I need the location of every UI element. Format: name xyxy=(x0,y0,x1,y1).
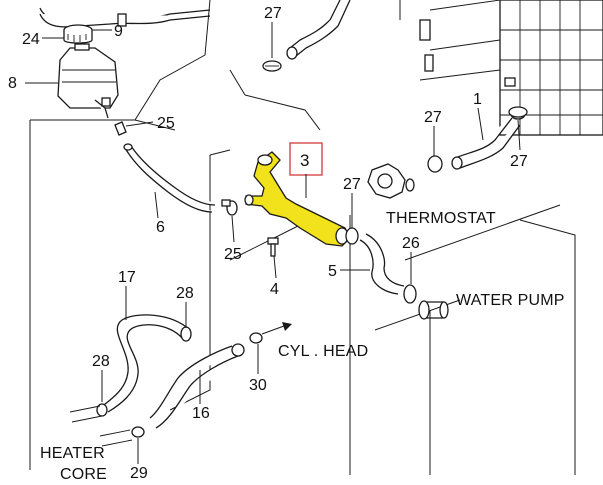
callout-24: 24 xyxy=(22,31,40,48)
callout-28-upper: 28 xyxy=(176,285,194,302)
callout-1: 1 xyxy=(473,91,482,108)
callout-27-radiator: 27 xyxy=(510,153,528,170)
hose-1 xyxy=(451,108,526,170)
heater-core-pipes xyxy=(69,405,133,447)
clamp-27-thermostat xyxy=(427,155,443,173)
label-cyl-head: CYL . HEAD xyxy=(278,343,368,360)
hose-17 xyxy=(99,314,191,413)
bolt-4 xyxy=(267,237,279,257)
callout-30: 30 xyxy=(249,377,267,394)
callout-28-lower: 28 xyxy=(92,353,110,370)
callout-6: 6 xyxy=(156,219,165,236)
top-left-hose xyxy=(39,7,211,28)
clamp-28-upper xyxy=(180,326,192,342)
clamp-25-lower xyxy=(221,199,238,216)
coolant-pipe-highlighted xyxy=(244,151,351,247)
clamp-28-lower xyxy=(96,403,108,417)
callout-27-pipe: 27 xyxy=(343,176,361,193)
callout-3: 3 xyxy=(300,151,309,170)
leader-lines xyxy=(25,22,521,464)
cyl-head-arrow xyxy=(261,322,292,335)
callout-5: 5 xyxy=(328,263,337,280)
callout-25-upper: 25 xyxy=(157,115,175,132)
clamp-30 xyxy=(249,332,263,344)
callout-26: 26 xyxy=(402,235,420,252)
thermostat-housing xyxy=(367,163,415,199)
callout-4: 4 xyxy=(270,281,279,298)
clamp-29 xyxy=(131,426,145,438)
upper-hose xyxy=(286,0,351,60)
clamp-26 xyxy=(403,284,417,304)
callout-17: 17 xyxy=(118,269,136,286)
hose-6 xyxy=(114,121,216,213)
clamp-27-top xyxy=(262,60,282,72)
filler-cap xyxy=(63,24,93,44)
coolant-reservoir xyxy=(57,43,119,119)
label-water-pump: WATER PUMP xyxy=(456,292,565,309)
callout-16: 16 xyxy=(192,405,210,422)
water-pump-pipe xyxy=(418,300,449,320)
callout-29: 29 xyxy=(130,465,148,480)
callout-8: 8 xyxy=(8,75,17,92)
clamp-27-radiator xyxy=(508,106,528,118)
label-core: CORE xyxy=(60,466,107,480)
clamp-27-pipe xyxy=(345,227,359,245)
hose-5 xyxy=(359,233,405,295)
label-thermostat: THERMOSTAT xyxy=(386,210,496,227)
callout-9: 9 xyxy=(114,23,123,40)
text-labels: THERMOSTAT WATER PUMP CYL . HEAD HEATER … xyxy=(40,210,565,483)
callout-numbers: 24 9 8 25 6 27 3 25 4 27 1 27 27 26 5 17… xyxy=(8,5,528,482)
callout-27-thermostat: 27 xyxy=(424,109,442,126)
callout-25-lower: 25 xyxy=(224,246,242,263)
label-heater: HEATER xyxy=(40,445,105,462)
callout-27-top: 27 xyxy=(264,5,282,22)
hose-16 xyxy=(149,343,245,429)
